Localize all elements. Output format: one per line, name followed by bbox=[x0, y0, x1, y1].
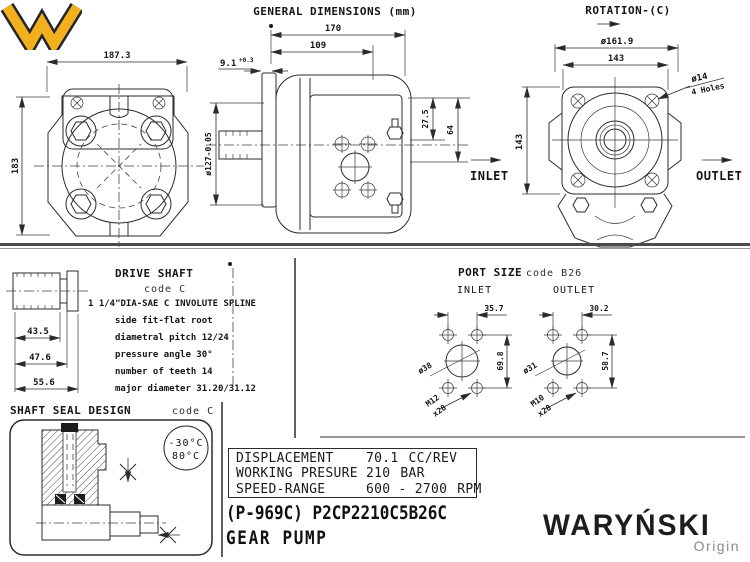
shaft-seal-section: SHAFT SEAL DESIGN code C -30°C 80°C bbox=[9, 404, 214, 556]
spec-unit: CC/REV bbox=[408, 451, 458, 466]
warynski-logo-mark bbox=[0, 3, 82, 50]
general-dimensions-title: GENERAL DIMENSIONS (mm) bbox=[253, 5, 417, 18]
dim-shaft-2: 47.6 bbox=[29, 353, 51, 363]
port-size-section: PORT SIZE code B26 INLET OUTLET 35.7 69.… bbox=[417, 266, 617, 419]
brand-name: WARYŃSKI bbox=[543, 509, 711, 542]
port-inlet-label: INLET bbox=[457, 285, 492, 296]
spec-table: DISPLACEMENT 70.1 CC/REV WORKING PRESURE 21… bbox=[228, 448, 481, 498]
spec-label: SPEED-RANGE bbox=[236, 481, 326, 497]
spec-label: DISPLACEMENT bbox=[236, 451, 334, 466]
dim-total-length: 170 bbox=[325, 24, 341, 34]
rotation-view-drawing: ROTATION-(C) ø161.9 143 143 ø14 4 bbox=[470, 4, 742, 248]
port-size-title: PORT SIZE bbox=[458, 266, 522, 279]
spec-row-pressure: WORKING PRESURE 210 BAR bbox=[236, 466, 476, 481]
port-size-code: code B26 bbox=[526, 268, 582, 279]
spec-row-speed: SPEED-RANGE 600 - 2700 RPM bbox=[236, 481, 481, 497]
model-number: (P-969C) P2CP2210C5B26C bbox=[226, 502, 448, 524]
drive-shaft-spec-line: diametral pitch 12/24 bbox=[115, 332, 229, 343]
outlet-port-drawing: 30.2 58.7 ø31 M10 x28 bbox=[522, 304, 617, 419]
drive-shaft-spec-line: 1 1/4"DIA-SAE C INVOLUTE SPLINE bbox=[88, 299, 256, 309]
dim-inlet-dia: ø38 bbox=[417, 361, 434, 376]
spec-value: 70.1 bbox=[366, 451, 399, 466]
drive-shaft-section: DRIVE SHAFT code C 1 1/4"DIA-SAE C INVOL… bbox=[6, 262, 256, 394]
inlet-port-drawing: 35.7 69.8 ø38 M12 x28 bbox=[417, 304, 512, 419]
dim-front-width: 187.3 bbox=[103, 51, 130, 61]
dim-port-offset: 27.5 bbox=[421, 109, 430, 128]
port-outlet-label: OUTLET bbox=[553, 285, 595, 296]
drive-shaft-spec-line: number of teeth 14 bbox=[115, 367, 213, 377]
dim-holes-dia: ø14 bbox=[691, 72, 710, 85]
dim-shaft-1: 43.5 bbox=[27, 327, 49, 337]
dim-pilot-tolerance: +0.3 bbox=[239, 57, 254, 64]
no-leak-symbol-horizontal bbox=[157, 526, 180, 544]
seal-temp-min: -30°C bbox=[168, 438, 203, 449]
dim-outlet-width: 30.2 bbox=[589, 304, 608, 313]
outlet-label: OUTLET bbox=[696, 169, 742, 183]
dim-pilot-dia: ø127-0.05 bbox=[204, 132, 213, 176]
drive-shaft-title: DRIVE SHAFT bbox=[115, 267, 193, 280]
dim-outlet-height: 58.7 bbox=[601, 351, 610, 370]
rotation-title: ROTATION-(C) bbox=[585, 4, 670, 17]
section-dividers bbox=[0, 243, 750, 557]
no-leak-symbol-vertical bbox=[119, 458, 137, 483]
dim-inlet-height: 69.8 bbox=[496, 351, 505, 370]
side-view-drawing: GENERAL DIMENSIONS (mm) 170 109 9.1 +0.3… bbox=[204, 5, 470, 234]
dim-inlet-width: 35.7 bbox=[484, 304, 503, 313]
brand-tagline: Origin bbox=[693, 538, 740, 554]
spec-unit: RPM bbox=[457, 481, 482, 497]
dim-shaft-3: 55.6 bbox=[33, 378, 55, 388]
dim-outer-dia: ø161.9 bbox=[601, 37, 634, 47]
shaft-seal-code: code C bbox=[172, 406, 214, 417]
spec-value: 600 - 2700 bbox=[366, 481, 448, 497]
drive-shaft-code: code C bbox=[144, 284, 186, 295]
inlet-label: INLET bbox=[470, 169, 509, 183]
front-view-drawing: 187.3 183 bbox=[11, 51, 204, 247]
spec-unit: BAR bbox=[400, 466, 425, 482]
spec-label: WORKING PRESURE bbox=[236, 466, 358, 482]
dim-bolt-v: 143 bbox=[515, 134, 525, 150]
spec-row-displacement: DISPLACEMENT 70.1 CC/REV bbox=[236, 451, 476, 466]
spec-value: 210 bbox=[366, 466, 391, 482]
dim-port-height: 64 bbox=[446, 125, 455, 135]
dim-pilot-depth: 9.1 bbox=[220, 59, 236, 69]
dim-outlet-dia: ø31 bbox=[522, 361, 539, 376]
drive-shaft-spec-line: side fit-flat root bbox=[115, 315, 213, 326]
dim-bolt-h: 143 bbox=[608, 54, 624, 64]
dim-body-length: 109 bbox=[310, 41, 326, 51]
drive-shaft-spec-line: pressure angle 30° bbox=[115, 350, 213, 360]
seal-temp-max: 80°C bbox=[172, 451, 200, 462]
product-name: GEAR PUMP bbox=[226, 527, 328, 549]
dim-front-height: 183 bbox=[11, 158, 21, 174]
shaft-seal-title: SHAFT SEAL DESIGN bbox=[10, 404, 131, 417]
drive-shaft-spec-line: major diameter 31.20/31.12 bbox=[115, 383, 256, 394]
